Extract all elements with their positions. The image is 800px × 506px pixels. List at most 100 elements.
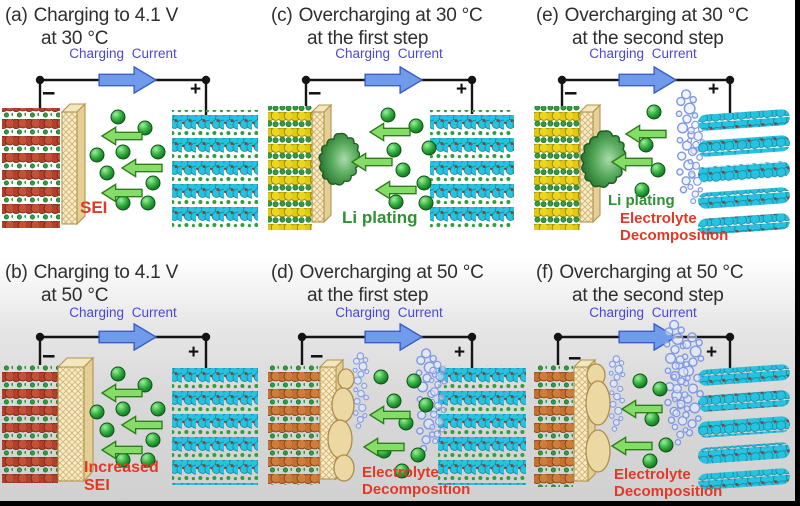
wire-node — [725, 332, 735, 342]
diagram-c — [268, 66, 514, 230]
decomposition-deposits — [585, 363, 611, 473]
wire-node — [201, 75, 211, 85]
positive-terminal-label: + — [188, 342, 200, 363]
annotation-li-plating: Li plating — [342, 208, 418, 227]
panel-title-line2: at 30 °C — [41, 28, 109, 50]
negative-terminal-label: − — [308, 80, 322, 106]
gas-bubbles — [352, 352, 370, 429]
panel-b: (b)Charging to 4.1 V at 50 °C Charging C… — [0, 253, 266, 500]
wire-node — [557, 75, 567, 85]
anode-electrode — [2, 365, 58, 483]
panel-title: (f) Overcharging at 50 °C at the second s… — [536, 261, 744, 307]
panel-title-line1: Overcharging at 50 °C — [559, 262, 744, 283]
sei-layer-increased — [56, 356, 95, 483]
negative-terminal-label: − — [310, 343, 324, 369]
annotation-increased-sei: Increased SEI — [84, 459, 159, 494]
panel-title: (c)Overcharging at 30 °C at the first st… — [271, 4, 483, 50]
diagram-f — [534, 319, 790, 490]
annotation-electrolyte-decomposition: Electrolyte Decomposition — [362, 464, 471, 498]
positive-terminal-label: + — [706, 342, 718, 363]
cathode-electrode — [172, 367, 258, 485]
wire-node — [297, 332, 307, 342]
diagram-b — [2, 323, 258, 485]
li-ions — [89, 366, 166, 468]
ion-flow-arrows — [363, 405, 411, 457]
panel-title: (b)Charging to 4.1 V at 50 °C — [5, 261, 178, 307]
wire-node — [35, 332, 45, 342]
panel-title-line2: at the second step — [572, 28, 724, 50]
cathode-electrode — [430, 110, 514, 230]
panel-tag: (d) — [271, 262, 294, 283]
panel-title-line2: at the second step — [572, 285, 724, 307]
panel-title-line1: Overcharging at 30 °C — [298, 5, 483, 26]
wire-node — [553, 332, 563, 342]
anode-electrode — [534, 365, 574, 487]
charging-current-label: Charging Current — [335, 46, 443, 61]
charging-current-label: Charging Current — [589, 305, 697, 320]
sei-layer — [60, 102, 87, 226]
panel-title-line1: Overcharging at 30 °C — [564, 5, 749, 26]
positive-terminal-label: + — [190, 79, 202, 100]
positive-terminal-label: + — [454, 342, 466, 363]
wire-node — [467, 75, 477, 85]
charging-current-label: Charging Current — [69, 305, 177, 320]
charging-current-label: Charging Current — [589, 46, 697, 61]
negative-terminal-label: − — [42, 80, 56, 106]
panel-title: (d)Overcharging at 50 °C at the first st… — [271, 261, 484, 307]
screen-edge-bar-bottom — [0, 501, 800, 506]
panel-title-line1: Overcharging at 50 °C — [299, 262, 484, 283]
gas-bubbles — [686, 120, 706, 205]
li-ions — [634, 104, 666, 198]
negative-terminal-label: − — [568, 345, 582, 371]
anode-electrode — [268, 106, 312, 230]
negative-terminal-label: − — [42, 343, 56, 369]
panel-a: (a)Charging to 4.1 V at 30 °C Charging C… — [0, 0, 266, 250]
anode-electrode — [2, 108, 60, 228]
li-ions — [373, 369, 434, 479]
panel-title-line1: Charging to 4.1 V — [33, 5, 179, 26]
charging-current-arrow — [364, 66, 423, 94]
wire-node — [201, 332, 211, 342]
decomposition-deposits — [327, 368, 355, 482]
positive-terminal-label: + — [708, 79, 720, 100]
annotation-li-plating: Li plating — [608, 192, 675, 209]
panel-e: (e)Overcharging at 30 °C at the second s… — [534, 0, 794, 250]
positive-terminal-label: + — [456, 79, 468, 100]
screen-edge-bar-right — [795, 0, 800, 506]
ion-flow-arrows — [351, 122, 417, 200]
li-ions — [632, 373, 674, 469]
wire-node — [301, 75, 311, 85]
cathode-electrode — [698, 364, 790, 490]
wire-node — [725, 75, 735, 85]
charging-current-arrow — [98, 66, 157, 94]
panel-tag: (a) — [5, 5, 28, 26]
panel-tag: (b) — [5, 262, 28, 283]
cathode-electrode — [698, 109, 790, 235]
wire-node — [35, 75, 45, 85]
panel-title-line2: at the first step — [307, 28, 429, 50]
panel-tag: (f) — [536, 262, 554, 283]
charging-current-arrow — [618, 66, 677, 94]
panel-d: (d)Overcharging at 50 °C at the first st… — [266, 253, 534, 500]
panel-title: (e)Overcharging at 30 °C at the second s… — [536, 4, 749, 50]
li-ions — [380, 107, 437, 211]
panel-title-line2: at 50 °C — [41, 285, 109, 307]
annotation-electrolyte-decomposition: Electrolyte Decomposition — [620, 210, 729, 244]
anode-electrode — [534, 106, 580, 230]
cathode-electrode — [172, 110, 258, 228]
charging-current-arrow — [364, 323, 423, 351]
panel-title-line2: at the first step — [307, 285, 429, 307]
annotation-sei: SEI — [80, 198, 108, 217]
charging-current-label: Charging Current — [335, 305, 443, 320]
diagram-e — [534, 66, 790, 235]
wire-node — [467, 332, 477, 342]
gas-bubbles — [608, 355, 626, 432]
panel-title-line1: Charging to 4.1 V — [33, 262, 179, 283]
panel-tag: (c) — [271, 5, 293, 26]
diagram-a — [2, 66, 258, 228]
panel-title: (a)Charging to 4.1 V at 30 °C — [5, 4, 178, 50]
negative-terminal-label: − — [564, 80, 578, 106]
panel-tag: (e) — [536, 5, 559, 26]
cathode-electrode — [438, 365, 526, 485]
